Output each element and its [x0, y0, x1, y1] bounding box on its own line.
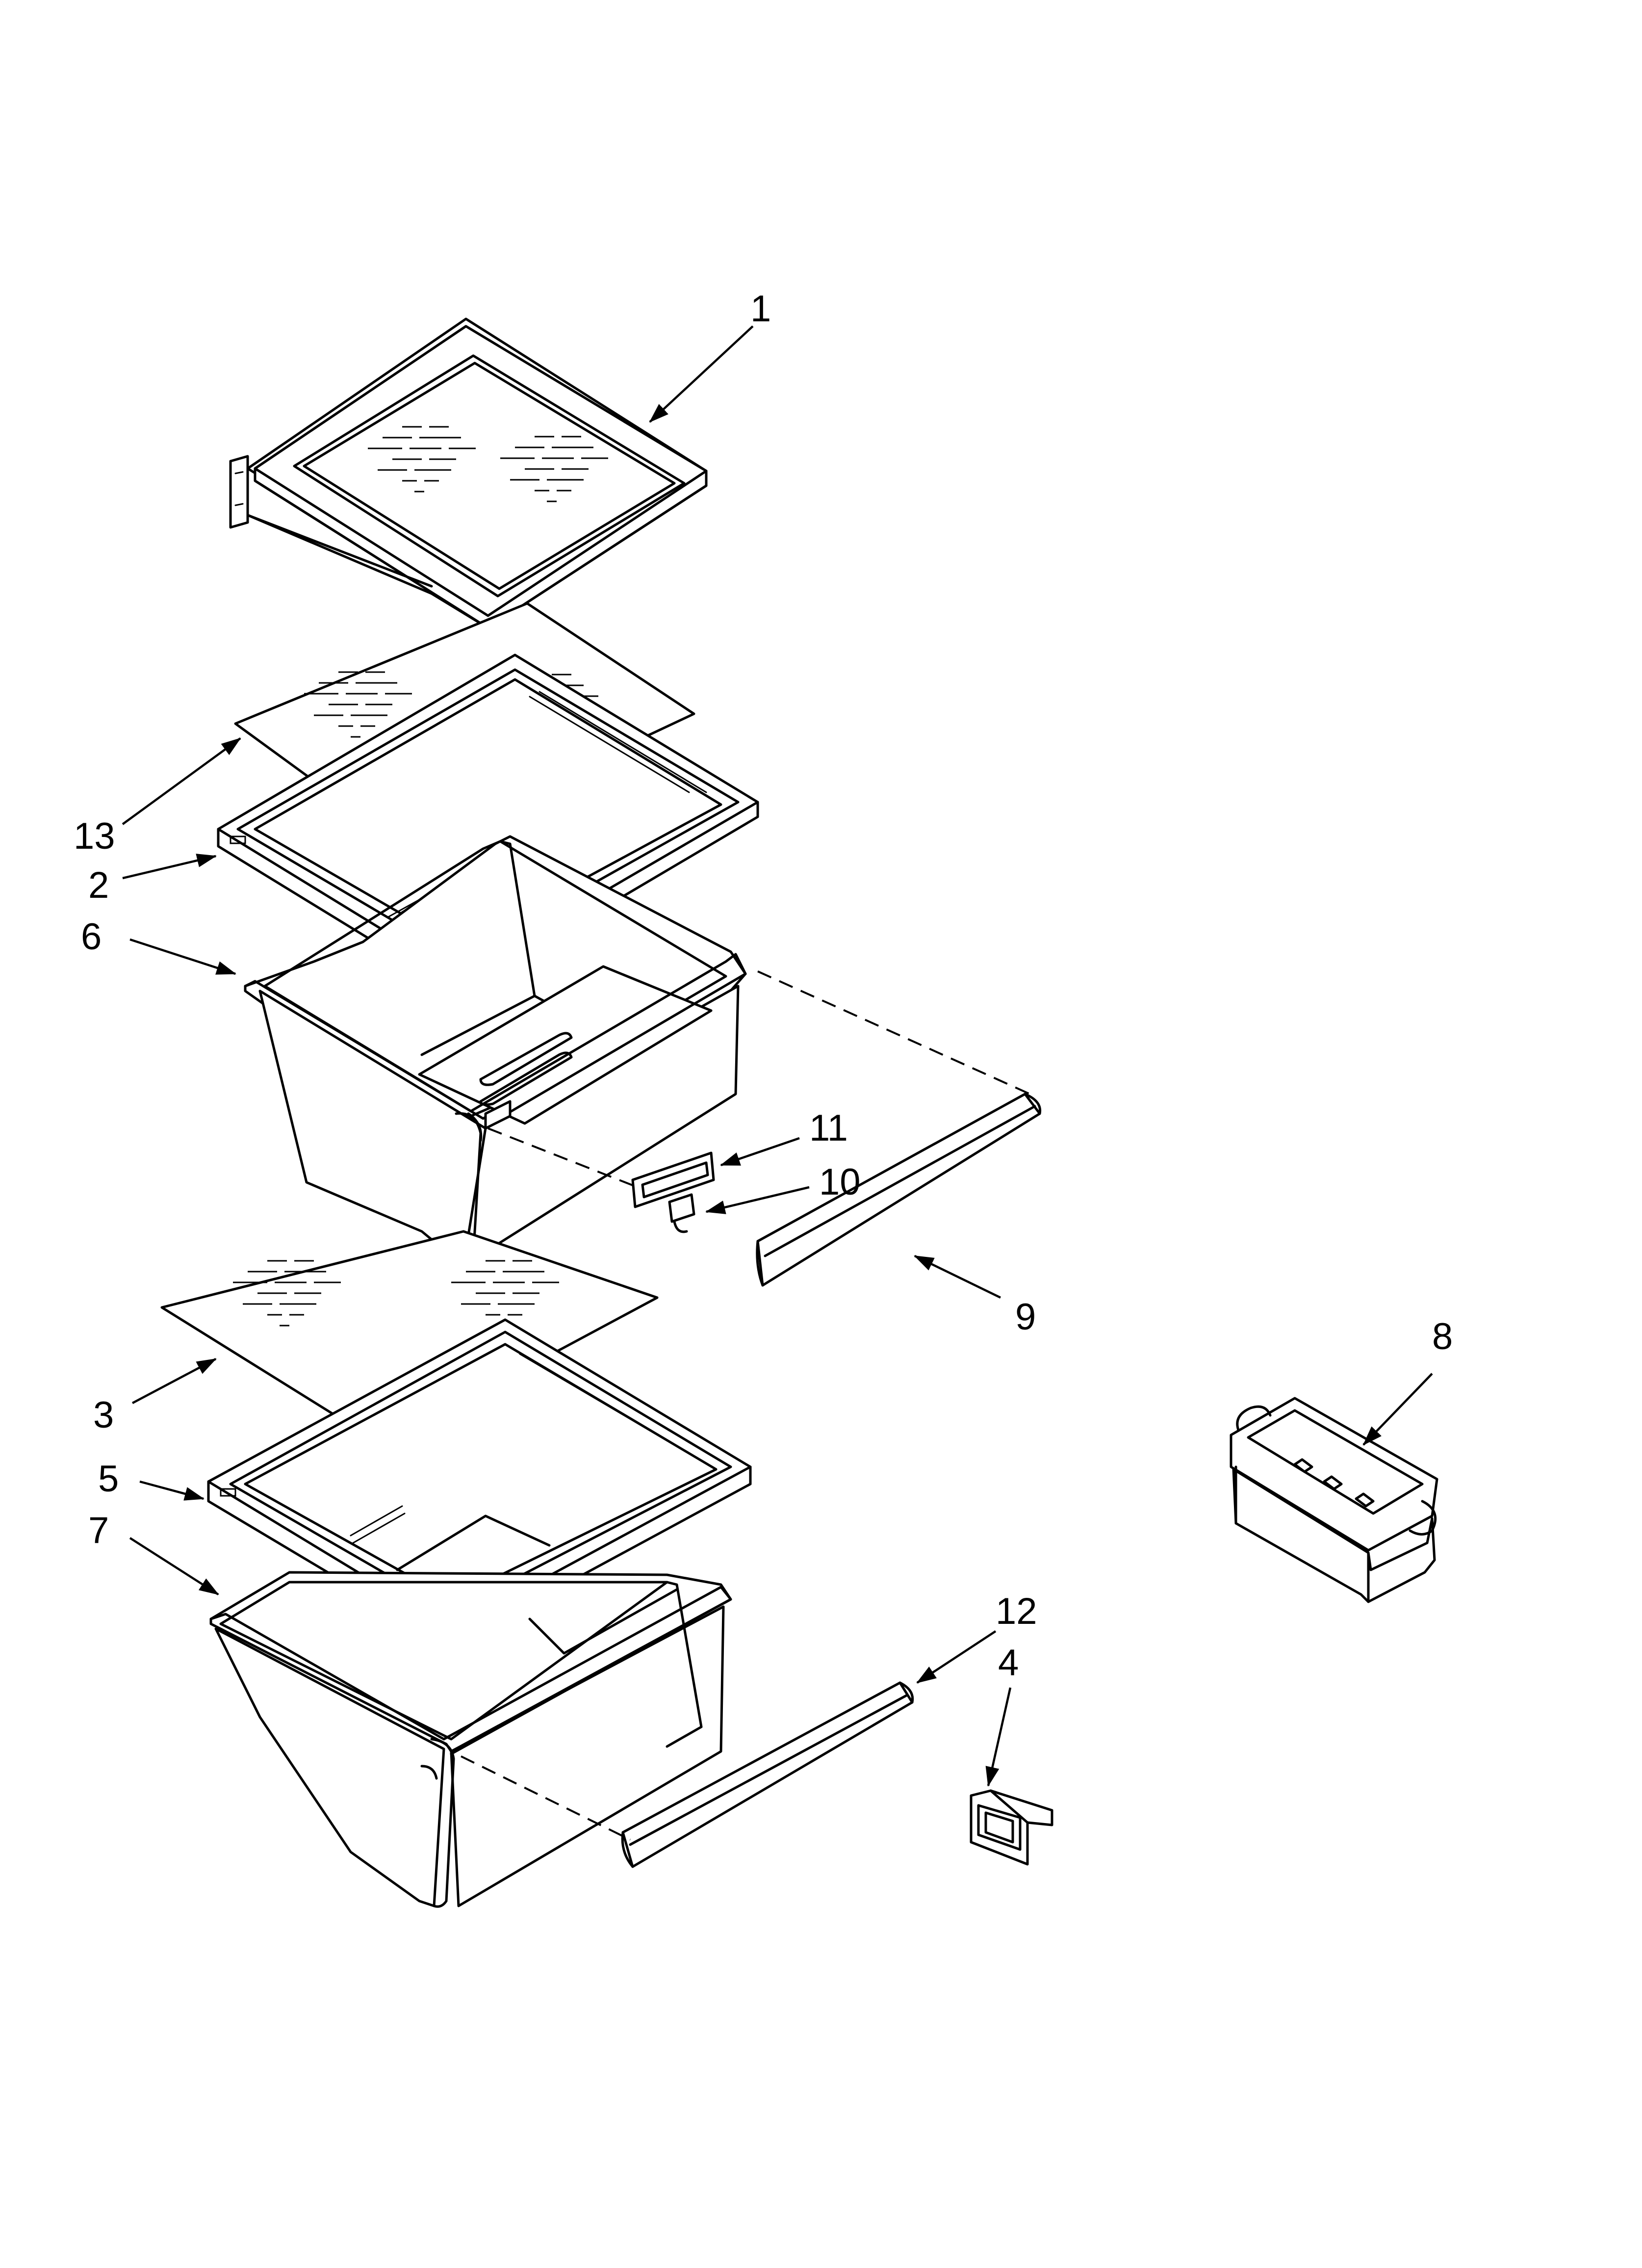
- callout-9: 9: [1015, 1296, 1036, 1338]
- upper-crisper-drawer: [244, 835, 747, 1268]
- callout-11: 11: [809, 1107, 848, 1149]
- callout-3: 3: [93, 1394, 114, 1436]
- callout-2: 2: [88, 864, 109, 906]
- leader-10: [705, 1186, 810, 1214]
- callout-10: 10: [819, 1161, 861, 1203]
- callout-13: 13: [74, 815, 115, 857]
- callout-1: 1: [750, 288, 771, 330]
- callout-leaders: [122, 325, 1433, 1787]
- lower-drawer-rail: [621, 1681, 914, 1868]
- leader-9: [914, 1254, 1001, 1299]
- callout-labels: 1 13 2 6 11 10 9 8 3 5 7 12 4: [74, 288, 1453, 1684]
- callout-4: 4: [998, 1642, 1019, 1684]
- leader-4: [985, 1687, 1012, 1787]
- leader-6: [129, 938, 236, 975]
- callout-8: 8: [1432, 1316, 1453, 1357]
- leader-13: [122, 737, 241, 825]
- leader-12: [916, 1630, 997, 1684]
- leader-7: [129, 1537, 219, 1595]
- leader-2: [122, 854, 217, 880]
- small-bin: [1230, 1397, 1438, 1603]
- leader-8: [1362, 1373, 1433, 1446]
- top-shelf: [229, 317, 708, 629]
- clip-parts-10-11: [631, 1151, 715, 1233]
- upper-drawer-rail: [756, 1093, 1042, 1287]
- leader-1: [649, 325, 754, 423]
- leader-3: [131, 1358, 217, 1404]
- lower-crisper-drawer: [209, 1571, 732, 1908]
- leader-5: [139, 1480, 205, 1501]
- callout-5: 5: [98, 1458, 119, 1500]
- callout-7: 7: [88, 1510, 109, 1551]
- callout-12: 12: [996, 1590, 1037, 1632]
- small-bracket: [970, 1789, 1053, 1866]
- leader-11: [720, 1137, 800, 1167]
- alignment-dashed-lines: [461, 970, 1030, 1841]
- lower-glass-panel: [160, 1230, 659, 1446]
- callout-6: 6: [81, 916, 102, 958]
